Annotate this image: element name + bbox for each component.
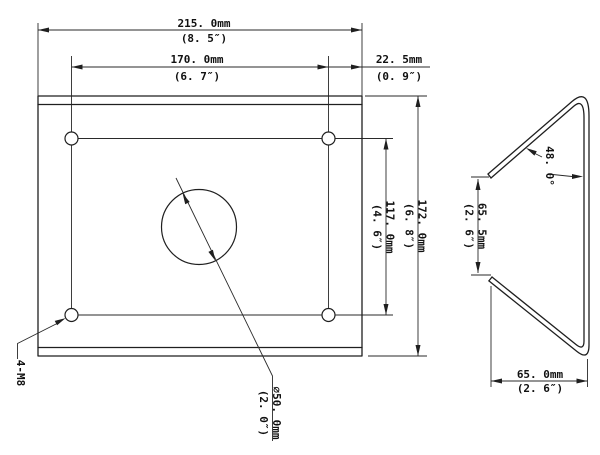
arrowhead-right-icon <box>572 174 583 179</box>
profile-inner-contour <box>490 102 585 348</box>
arrowhead-left-icon <box>38 27 49 33</box>
dim-width: 215. 0mm (8. 5″) <box>37 17 363 96</box>
depth-in-label: (2. 6″) <box>517 382 563 395</box>
center-hole <box>160 188 238 266</box>
arrowhead-down-icon <box>415 345 421 356</box>
center-hole-dia-in-label: (2. 0″) <box>257 390 270 436</box>
arrowhead-right-icon <box>351 27 362 33</box>
arrowhead-icon <box>54 318 66 326</box>
flange-gap-mm-label: 65. 5mm <box>476 203 489 250</box>
dim-width-mm-label: 215. 0mm <box>178 17 231 30</box>
plate-outline <box>37 95 363 357</box>
mounting-hole-bottom-left <box>64 307 79 323</box>
dim-flange-gap: 65. 5mm (2. 6″) <box>463 176 491 276</box>
mounting-hole-bottom-right <box>321 307 336 323</box>
dim-bend-angle: 48. 0° <box>526 146 583 186</box>
arrowhead-right-icon <box>317 64 329 70</box>
leader-line <box>175 177 273 441</box>
top-flange-tip-cap <box>487 173 492 179</box>
arrowhead-icon <box>351 64 362 70</box>
arrowhead-down-icon <box>475 262 481 273</box>
dim-width-in-label: (8. 5″) <box>181 32 227 45</box>
arrowhead-up-icon <box>383 138 389 150</box>
arrowhead-icon <box>208 249 216 261</box>
dim-depth: 65. 0mm (2. 6″) <box>490 286 588 395</box>
flange-gap-in-label: (2. 6″) <box>463 203 476 249</box>
arrowhead-up-icon <box>475 179 481 190</box>
arrowhead-down-icon <box>383 304 389 315</box>
arrowhead-icon <box>526 148 537 156</box>
arrowhead-up-icon <box>415 96 421 107</box>
arrowhead-left-icon <box>491 378 502 384</box>
dim-edge-offset-in-label: (0. 9″) <box>376 70 422 83</box>
dim-hole-span-x-mm-label: 170. 0mm <box>171 53 224 66</box>
bottom-flange-tip-cap <box>488 276 493 282</box>
profile-outer-contour <box>487 96 590 356</box>
dim-hole-span-y-in-label: (4. 6″) <box>371 204 384 250</box>
leader-line <box>17 321 61 359</box>
dim-height-mm-label: 172. 0mm <box>416 200 429 253</box>
front-view <box>37 56 393 357</box>
leader-center-hole: ∅50. 0mm (2. 0″) <box>175 177 283 441</box>
arrowhead-left-icon <box>71 64 83 70</box>
bend-angle-label: 48. 0° <box>543 146 556 186</box>
center-hole-dia-mm-label: ∅50. 0mm <box>270 387 283 440</box>
depth-mm-label: 65. 0mm <box>517 368 564 381</box>
dim-height-in-label: (6. 8″) <box>403 203 416 249</box>
side-view <box>487 96 590 356</box>
dim-hole-span-y-mm-label: 117. 0mm <box>384 201 397 254</box>
dim-edge-offset: 22. 5mm (0. 9″) <box>328 53 430 83</box>
dim-hole-span-x-in-label: (6. 7″) <box>174 70 220 83</box>
center-lines <box>71 56 393 316</box>
leader-line <box>547 173 573 177</box>
arrowhead-right-icon <box>576 378 588 384</box>
dim-height: 172. 0mm (6. 8″) <box>365 95 429 357</box>
dim-edge-offset-mm-label: 22. 5mm <box>376 53 423 66</box>
thread-callout-label: 4-M8 <box>14 360 27 387</box>
mounting-hole-top-left <box>64 131 79 146</box>
dim-hole-span-y: 117. 0mm (4. 6″) <box>371 138 397 315</box>
arrowhead-icon <box>182 193 190 205</box>
dim-hole-span-x: 170. 0mm (6. 7″) <box>71 53 329 83</box>
leader-thread-callout: 4-M8 <box>14 318 66 386</box>
mounting-hole-top-right <box>321 131 336 146</box>
